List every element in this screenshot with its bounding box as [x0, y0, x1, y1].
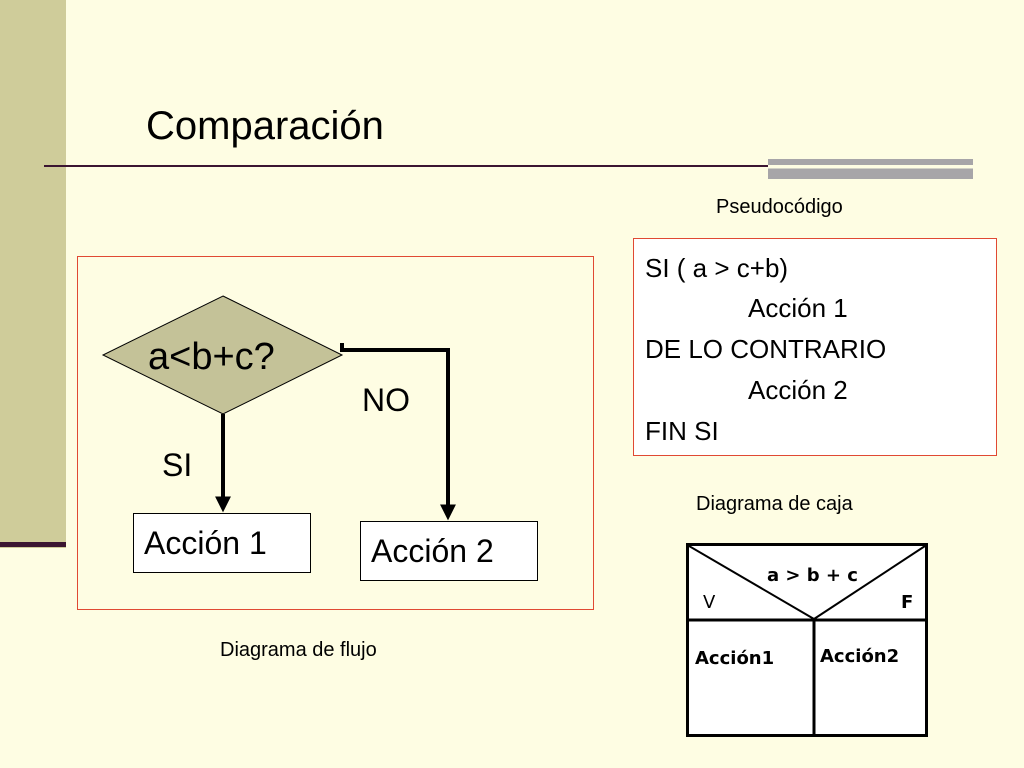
- box-diagram-true-label: V: [703, 592, 716, 613]
- no-label: NO: [362, 382, 410, 418]
- yes-label: SI: [162, 447, 193, 483]
- box-diagram-lines: [689, 546, 925, 734]
- page-title: Comparación: [146, 104, 384, 148]
- sidebar-underline: [0, 542, 66, 547]
- no-arrow: [340, 343, 456, 521]
- action2-box: Acción 2: [360, 521, 538, 581]
- box-diagram: a > b + c V F Acción1 Acción2: [686, 543, 928, 737]
- pseudocode-line: Acción 1: [748, 293, 848, 323]
- box-diagram-caption: Diagrama de caja: [696, 493, 853, 515]
- pseudocode-box: SI ( a > c+b) Acción 1 DE LO CONTRARIO A…: [633, 238, 997, 456]
- flowchart-frame: [77, 256, 594, 610]
- box-diagram-false-label: F: [901, 592, 914, 613]
- pseudocode-line: DE LO CONTRARIO: [645, 334, 887, 364]
- box-diagram-action2: Acción2: [820, 646, 900, 667]
- pseudocode-line: SI ( a > c+b): [645, 253, 789, 283]
- action1-label: Acción 1: [144, 525, 267, 561]
- pseudocode-caption: Pseudocódigo: [716, 196, 843, 218]
- box-diagram-action1: Acción1: [695, 648, 775, 669]
- pseudocode-line: Acción 2: [748, 375, 848, 405]
- flowchart-caption: Diagrama de flujo: [220, 639, 377, 661]
- title-accent-bars: [768, 159, 973, 179]
- action1-box: Acción 1: [133, 513, 311, 573]
- action2-label: Acción 2: [371, 533, 494, 569]
- title-underline: [44, 165, 970, 167]
- decision-condition: a<b+c?: [148, 336, 275, 378]
- sidebar-decoration: [0, 0, 66, 548]
- pseudocode-line: FIN SI: [645, 416, 719, 446]
- box-diagram-condition: a > b + c: [767, 565, 858, 586]
